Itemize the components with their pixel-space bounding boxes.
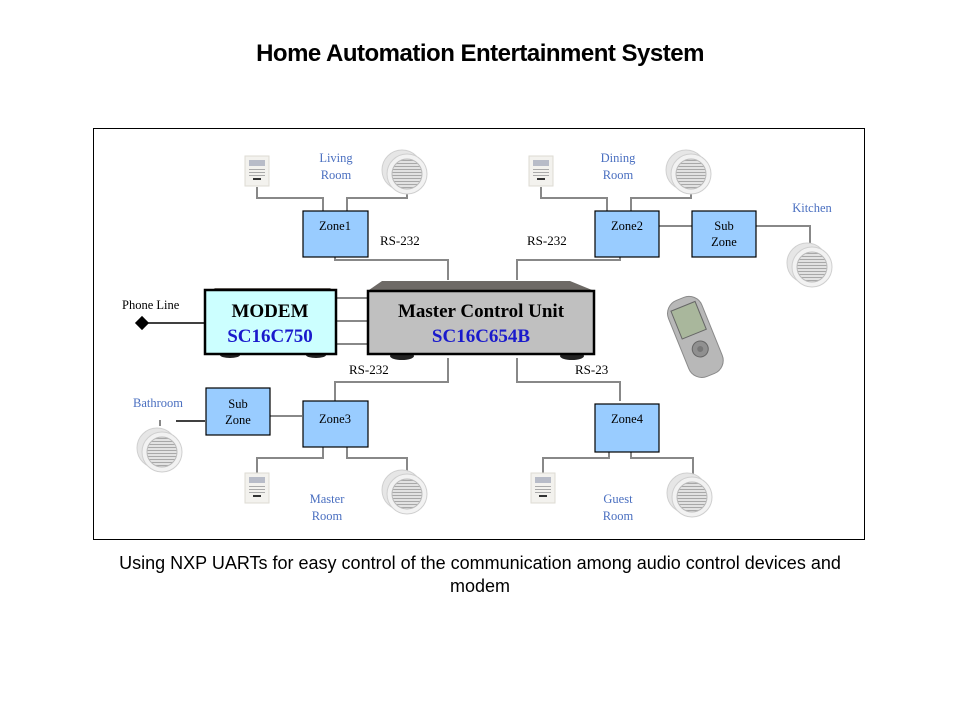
zone1-box: Zone1 <box>302 210 369 258</box>
wire-zone1-master <box>334 257 449 280</box>
modem-chip: SC16C750 <box>227 326 313 347</box>
bathroom-subzone-box: Sub Zone <box>205 387 271 436</box>
wire-zone4-master <box>516 358 621 401</box>
wire-zone2-keypad <box>540 187 608 211</box>
rs232-label-zone1: RS-232 <box>380 233 420 248</box>
wall-keypad-icon <box>528 155 554 187</box>
zone4-label: Zone4 <box>611 412 644 426</box>
dining-room-line1: Dining <box>601 151 636 165</box>
wire-zone3-keypad <box>256 447 324 474</box>
slide-title: Home Automation Entertainment System <box>256 40 704 67</box>
master-room-line2: Room <box>312 509 343 523</box>
kitchen-subzone-line2: Zone <box>711 235 737 249</box>
zone4-box: Zone4 <box>594 403 660 453</box>
living-room-line2: Room <box>321 168 352 182</box>
bathroom-subzone-line1: Sub <box>228 397 247 411</box>
ceiling-speaker-icon <box>136 427 183 473</box>
dining-room-line2: Room <box>603 168 634 182</box>
master-chassis <box>369 281 592 290</box>
master-control-unit-box: Master Control Unit SC16C654B <box>366 289 596 356</box>
master-chip: SC16C654B <box>432 326 531 347</box>
bathroom-subzone-line2: Zone <box>225 413 251 427</box>
wall-keypad-icon <box>244 155 270 187</box>
bathroom-label: Bathroom <box>133 396 183 410</box>
guest-room-line1: Guest <box>603 492 633 506</box>
wire-zone3-speaker <box>346 447 408 475</box>
kitchen-subzone-line1: Sub <box>714 219 733 233</box>
kitchen-subzone-box: Sub Zone <box>691 210 757 258</box>
phone-line-label: Phone Line <box>122 298 180 312</box>
wire-zone2-speaker <box>630 190 692 211</box>
master-room-line1: Master <box>310 492 346 506</box>
master-label: Master Control Unit <box>398 301 565 322</box>
guest-room-line2: Room <box>603 509 634 523</box>
wire-subzone-kitchen <box>756 225 811 244</box>
phone-line-connector-icon <box>134 315 150 331</box>
ceiling-speaker-icon <box>666 472 713 518</box>
zone3-label: Zone3 <box>319 412 351 426</box>
rs232-label-zone3: RS-232 <box>349 362 389 377</box>
rs232-label-zone2: RS-232 <box>527 233 567 248</box>
kitchen-label: Kitchen <box>792 201 832 215</box>
ceiling-speaker-icon <box>786 242 833 288</box>
ceiling-speaker-icon <box>665 149 712 195</box>
wall-keypad-icon <box>244 472 270 504</box>
modem-label: MODEM <box>231 301 308 322</box>
wire-zone1-keypad <box>256 187 324 211</box>
ceiling-speaker-icon <box>381 469 428 515</box>
modem-box: MODEM SC16C750 <box>203 288 338 356</box>
wire-zone2-master <box>516 257 621 280</box>
wire-zone1-speaker <box>346 190 408 211</box>
wire-zone3-master <box>334 358 449 401</box>
zone3-box: Zone3 <box>302 400 369 448</box>
ceiling-speaker-icon <box>381 149 428 195</box>
remote-control-icon <box>667 295 724 378</box>
zone2-label: Zone2 <box>611 219 643 233</box>
wall-keypad-icon <box>530 472 556 504</box>
zone1-label: Zone1 <box>319 219 351 233</box>
rs232-label-zone4: RS-23 <box>575 362 608 377</box>
zone2-box: Zone2 <box>594 210 660 258</box>
living-room-line1: Living <box>319 151 353 165</box>
slide-caption: Using NXP UARTs for easy control of the … <box>119 553 841 596</box>
